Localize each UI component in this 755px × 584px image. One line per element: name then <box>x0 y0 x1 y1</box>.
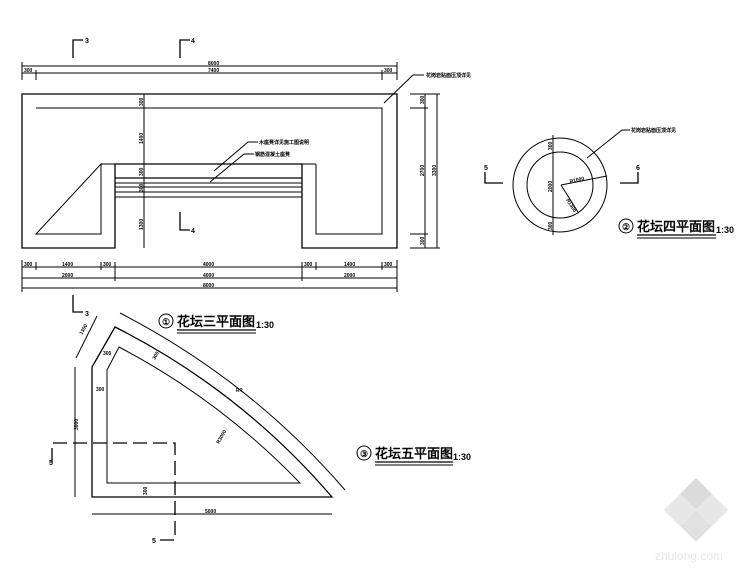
svg-text:R3000: R3000 <box>216 429 229 445</box>
dim-right: 2700 <box>420 165 426 176</box>
svg-text:1300: 1300 <box>79 323 90 336</box>
watermark-logo: zhulong.com <box>655 478 728 563</box>
callout-bench-concrete: 钢筋混凝土座凳 <box>255 151 291 158</box>
plan3-number: ① <box>162 317 170 327</box>
dim-top: 300 <box>384 68 393 74</box>
dim-bottom: 300 <box>384 262 393 268</box>
dim-bottom: 4000 <box>203 273 214 279</box>
dim-bottom: 300 <box>103 262 112 268</box>
plan3-scale: 1:30 <box>256 320 274 330</box>
svg-text:5: 5 <box>484 165 488 172</box>
dim-bottom: 1400 <box>344 262 355 268</box>
plan3-drawing: 8000 300 7400 300 300 1400 300 4000 300 … <box>21 61 471 334</box>
dim-inner: 300 <box>139 183 145 192</box>
dim-bottom: 300 <box>24 262 33 268</box>
dim-bottom: 4000 <box>203 262 214 268</box>
plan5-outer-outline <box>91 326 334 498</box>
plan3-title: ① 花坛三平面图 1:30 <box>158 313 274 334</box>
svg-text:300: 300 <box>103 351 112 357</box>
svg-text:3000: 3000 <box>74 419 80 430</box>
dim-bottom: 300 <box>304 262 313 268</box>
plan5-drawing: 3000 1300 300 300 300 R? R3000 300 5000 … <box>74 312 471 515</box>
plan5-inner-outline <box>106 346 302 484</box>
plan4-outer-circle <box>512 137 608 233</box>
dim-top: 7400 <box>208 68 219 74</box>
dim-radius: R1000 <box>569 176 585 185</box>
bench-slats <box>115 177 302 198</box>
svg-text:6: 6 <box>636 165 640 172</box>
dim-inner: 1300 <box>139 219 145 230</box>
dim-circle: 2000 <box>548 181 554 192</box>
plan4-drawing: 300 2000 300 R1000 R1300 花岗岩贴面压顶详见 ② 花坛四… <box>512 127 734 239</box>
dim-right-total: 3300 <box>432 165 438 176</box>
dim-bottom-total: 8000 <box>203 283 214 289</box>
svg-text:1:30: 1:30 <box>716 225 734 235</box>
svg-text:③: ③ <box>360 449 368 459</box>
dim-inner: 300 <box>139 97 145 106</box>
plan4-title-text: 花坛四平面图 <box>637 219 715 235</box>
dim-bottom: 1400 <box>62 262 73 268</box>
callout-coping: 花岗岩贴面压顶详见 <box>426 72 471 79</box>
plan5-title: ③ 花坛五平面图 1:30 <box>356 445 471 466</box>
svg-text:R?: R? <box>236 388 243 394</box>
plan3-title-text: 花坛三平面图 <box>177 314 255 330</box>
plan3-outer-outline <box>21 93 398 249</box>
svg-text:3: 3 <box>85 38 89 45</box>
dim-inner: 300 <box>139 167 145 176</box>
dim-bottom: 2000 <box>344 273 355 279</box>
svg-text:3: 3 <box>85 311 89 318</box>
svg-text:4: 4 <box>191 228 195 235</box>
plan3-inner-outline <box>34 107 383 235</box>
dim-total-top: 8000 <box>208 61 219 67</box>
svg-text:5: 5 <box>152 538 156 545</box>
callout-bench-wood: 木座凳详见施工图说明 <box>258 139 309 146</box>
svg-text:1:30: 1:30 <box>453 452 471 462</box>
svg-text:4: 4 <box>191 38 195 45</box>
dim-inner: 1400 <box>139 133 145 144</box>
dim-bottom: 2000 <box>62 273 73 279</box>
svg-text:300: 300 <box>152 351 161 361</box>
plan4-title: ② 花坛四平面图 1:30 <box>618 218 734 239</box>
svg-text:5: 5 <box>49 460 53 467</box>
dim-right: 300 <box>420 236 426 245</box>
plan4-inner-circle <box>526 151 594 219</box>
section-marks: 3 4 4 3 5 6 5 5 <box>49 38 640 545</box>
svg-text:5000: 5000 <box>205 509 216 515</box>
dim-radius: R1300 <box>564 198 577 214</box>
dim-circle: 300 <box>548 221 554 230</box>
dim-top: 300 <box>24 68 33 74</box>
plan5-title-text: 花坛五平面图 <box>375 446 453 462</box>
watermark-text: zhulong.com <box>655 549 723 563</box>
dim-right: 300 <box>420 95 426 104</box>
callout-coping: 花岗岩贴面压顶详见 <box>631 127 676 134</box>
svg-text:②: ② <box>622 222 630 232</box>
dim-circle: 300 <box>548 141 554 150</box>
svg-text:300: 300 <box>96 387 105 393</box>
svg-text:300: 300 <box>143 486 149 495</box>
